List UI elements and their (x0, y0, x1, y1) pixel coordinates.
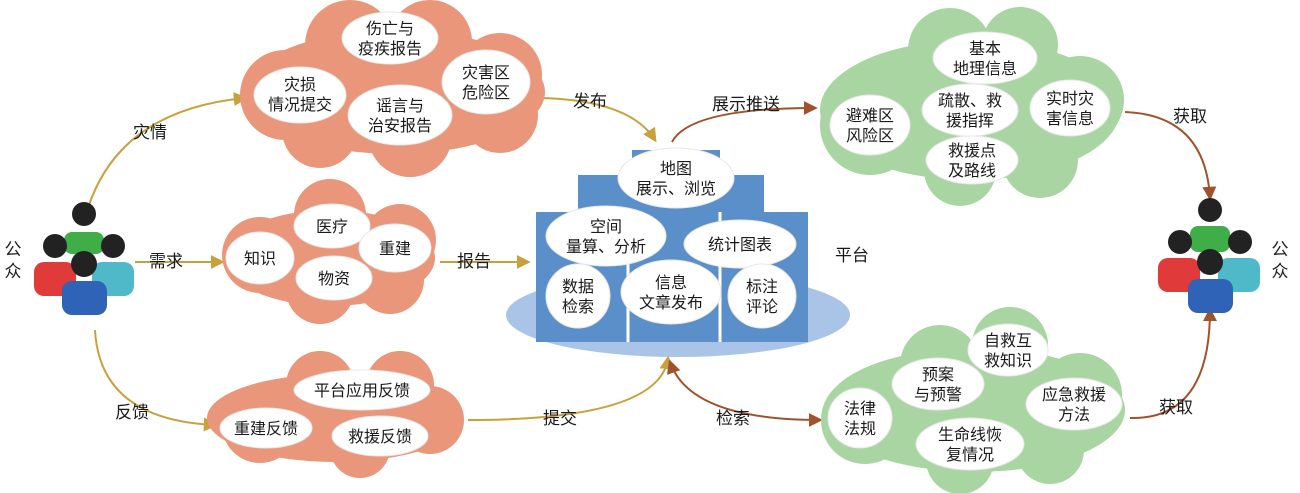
cloud-feedback-item-2: 重建反馈 (234, 419, 298, 438)
cloud-search-item-2b: 与预警 (914, 385, 962, 404)
cloud-needs-item-4: 物资 (318, 269, 350, 288)
module-info-label-1: 信息 (655, 273, 687, 292)
cloud-search-item-5a: 生命线恢 (938, 425, 1002, 444)
cloud-disaster-item-4b: 治安报告 (368, 116, 432, 135)
edge-retrieve (667, 359, 823, 427)
cloud-disaster-item-2a: 灾损 (284, 75, 316, 94)
connectors (87, 92, 1217, 432)
edge-feedback (94, 329, 218, 432)
cloud-display-item-3b: 援指挥 (946, 111, 994, 130)
cloud-display-item-5b: 及路线 (948, 161, 996, 180)
module-space-label-1: 空间 (590, 217, 622, 236)
cloud-disaster-item-2b: 情况提交 (268, 95, 332, 114)
cloud-disaster-item-1b: 疫疾报告 (358, 39, 422, 58)
module-annotate-label-1: 标注 (746, 277, 778, 296)
cloud-search-item-3a: 法律 (844, 399, 876, 418)
cloud-display-item-2a: 避难区 (846, 106, 894, 125)
cloud-disaster-item-4a: 谣言与 (376, 96, 424, 115)
public-right-label-line1: 公 (1272, 240, 1289, 260)
cloud-needs-item-2: 知识 (244, 249, 276, 268)
edge-label-obtain-bottom: 获取 (1159, 398, 1193, 418)
edge-labels: 灾情 需求 反馈 发布 报告 提交 展示推送 检索 获取 获取 (115, 92, 1207, 429)
edge-disaster (87, 92, 248, 209)
module-annotate (727, 263, 797, 329)
public-left-label-line2: 众 (5, 262, 22, 282)
module-stats-label: 统计图表 (708, 235, 772, 254)
module-search-label-2: 检索 (562, 297, 594, 316)
edge-label-report: 报告 (457, 252, 491, 272)
public-left-label-line1: 公 (5, 240, 22, 260)
cloud-feedback-item-3: 救援反馈 (348, 427, 412, 446)
module-search-label-1: 数据 (562, 277, 594, 296)
edge-label-feedback: 反馈 (115, 403, 149, 423)
cloud-search-item-1a: 自救互 (984, 331, 1032, 350)
edge-submit (467, 355, 674, 421)
cloud-disaster-item-1a: 伤亡与 (366, 19, 414, 38)
cloud-display-item-1a: 基本 (969, 39, 1001, 58)
platform: 地图 展示、浏览 空间 量算、分析 统计图表 数据 检索 信息 文章发布 标注 … (506, 147, 869, 357)
cloud-display-item-4b: 害信息 (1046, 109, 1094, 128)
edge-display-push (671, 101, 818, 143)
module-stats (683, 219, 797, 269)
people-group-icon (34, 202, 134, 315)
cloud-search-item-2a: 预案 (922, 365, 954, 384)
module-map-label-1: 地图 (660, 159, 692, 178)
edge-obtain-top (1124, 111, 1217, 201)
cloud-disaster-item-3b: 危险区 (462, 83, 510, 102)
edge-publish (539, 97, 657, 143)
module-map-label-2: 展示、浏览 (636, 179, 716, 198)
edge-obtain-bottom (1129, 307, 1217, 420)
cloud-disaster: 伤亡与 疫疾报告 灾损 情况提交 灾害区 危险区 谣言与 治安报告 (240, 0, 545, 177)
cloud-search: 自救互 救知识 预案 与预警 法律 法规 应急救援 方法 生命线恢 复情况 (821, 307, 1125, 493)
cloud-display-item-4a: 实时灾 (1046, 89, 1094, 108)
people-group-icon (1158, 198, 1260, 313)
edge-label-submit: 提交 (543, 409, 577, 429)
edge-label-publish: 发布 (573, 92, 607, 112)
cloud-display-item-3a: 疏散、救 (938, 91, 1002, 110)
module-info (620, 259, 722, 325)
cloud-disaster-item-3a: 灾害区 (462, 63, 510, 82)
module-space-label-2: 量算、分析 (566, 237, 646, 256)
cloud-display: 基本 地理信息 避难区 风险区 疏散、救 援指挥 实时灾 害信息 救援点 及路线 (820, 7, 1124, 206)
cloud-display-item-5a: 救援点 (948, 141, 996, 160)
module-info-label-2: 文章发布 (639, 293, 703, 312)
cloud-display-item-1b: 地理信息 (953, 59, 1017, 78)
public-right-label-line2: 众 (1272, 262, 1289, 282)
cloud-feedback: 平台应用反馈 重建反馈 救援反馈 (207, 351, 464, 478)
public-right-group: 公 众 (1158, 198, 1289, 313)
platform-label: 平台 (835, 246, 869, 266)
module-search (545, 263, 611, 329)
edge-label-obtain-top: 获取 (1173, 107, 1207, 127)
cloud-display-item-2b: 风险区 (846, 126, 894, 145)
edge-label-disaster: 灾情 (133, 123, 167, 143)
edge-label-needs: 需求 (149, 252, 183, 272)
public-left-group: 公 众 (5, 202, 134, 315)
edge-label-display-push: 展示推送 (712, 95, 780, 115)
cloud-search-item-4b: 方法 (1058, 405, 1090, 424)
cloud-search-item-5b: 复情况 (946, 445, 994, 464)
cloud-needs-item-3: 重建 (379, 239, 411, 258)
cloud-needs: 医疗 知识 重建 物资 (222, 179, 436, 324)
module-map (617, 147, 735, 209)
edge-label-retrieve: 检索 (716, 409, 750, 429)
module-annotate-label-2: 评论 (746, 297, 778, 316)
cloud-search-item-1b: 救知识 (984, 351, 1032, 370)
cloud-needs-item-1: 医疗 (316, 217, 348, 236)
cloud-search-item-3b: 法规 (844, 419, 876, 438)
cloud-feedback-item-1: 平台应用反馈 (314, 381, 410, 400)
cloud-search-item-4a: 应急救援 (1042, 385, 1106, 404)
module-space (545, 205, 667, 267)
